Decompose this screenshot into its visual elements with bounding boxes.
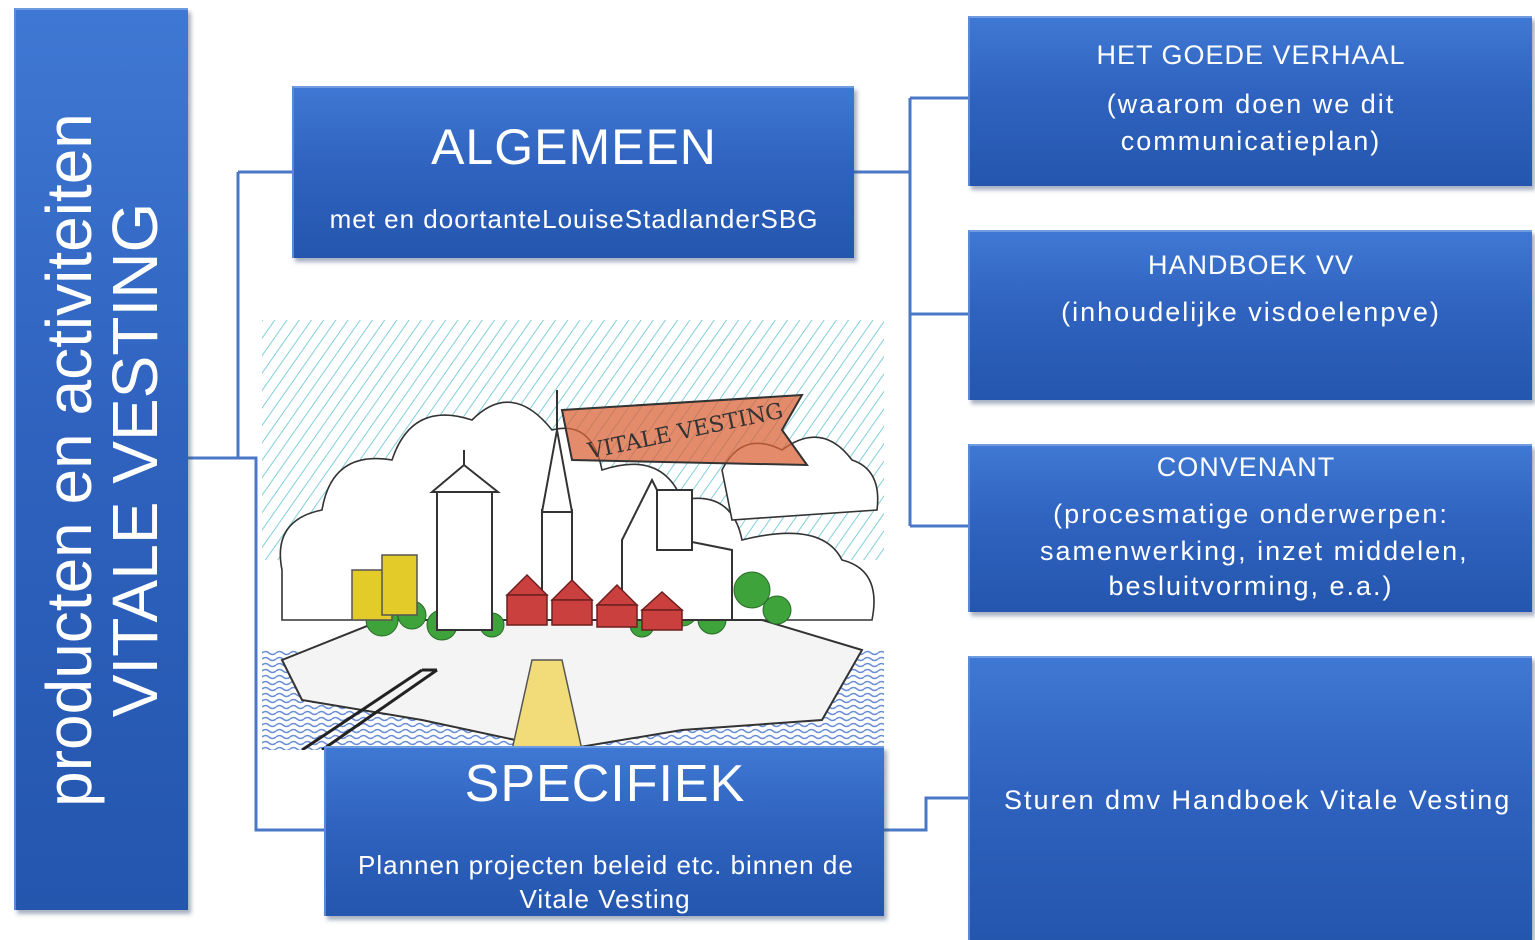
specifiek-box: SPECIFIEK Plannen projecten beleid etc. … [324,746,884,916]
crane [301,668,438,750]
convenant-title: CONVENANT [1156,452,1336,482]
handboek-vv-title: HANDBOEK VV [1147,250,1355,280]
church-spire [540,390,574,621]
het-goede-verhaal-title: HET GOEDE VERHAAL [1096,40,1406,70]
specifiek-line2: Vitale Vesting [519,884,691,914]
specifiek-line1: Plannen projecten beleid etc. binnen de [358,850,854,880]
root-label-line1: producten en activiteiten [33,113,105,807]
sturen-line1: Sturen dmv Handboek Vitale Vesting [1004,785,1512,815]
het-goede-verhaal-box: HET GOEDE VERHAAL (waarom doen we dit co… [968,16,1532,186]
bridge [511,659,583,750]
yellow-buildings [351,554,418,621]
banner: VITALE VESTING [560,393,809,467]
convenant-line1: (procesmatige onderwerpen: [1053,499,1449,529]
red-houses [505,573,684,631]
convenant-line2: samenwerking, inzet middelen, [1040,536,1469,566]
handboek-vv-line1: (inhoudelijke visdoelenpve) [1061,297,1441,327]
specifiek-title: SPECIFIEK [464,755,746,813]
algemeen-box: ALGEMEEN met en doortanteLouiseStadlande… [292,86,854,258]
convenant-box: CONVENANT (procesmatige onderwerpen: sam… [968,444,1532,612]
cathedral [621,477,733,621]
root-box-vitale-vesting: producten en activiteiten VITALE VESTING [14,8,188,910]
algemeen-subtitle: met en doortanteLouiseStadlanderSBG [329,204,819,234]
handboek-vv-box: HANDBOEK VV (inhoudelijke visdoelenpve) [968,230,1532,400]
het-goede-verhaal-line1: (waarom doen we dit [1106,89,1396,119]
convenant-line3: besluitvorming, e.a.) [1108,571,1394,601]
algemeen-title: ALGEMEEN [431,119,717,175]
root-label-line2: VITALE VESTING [99,202,171,718]
vitale-vesting-illustration: VITALE VESTING [262,320,884,750]
het-goede-verhaal-line2: communicatieplan) [1120,126,1382,156]
tower [429,450,501,631]
sturen-box: Sturen dmv Handboek Vitale Vesting [968,656,1532,940]
